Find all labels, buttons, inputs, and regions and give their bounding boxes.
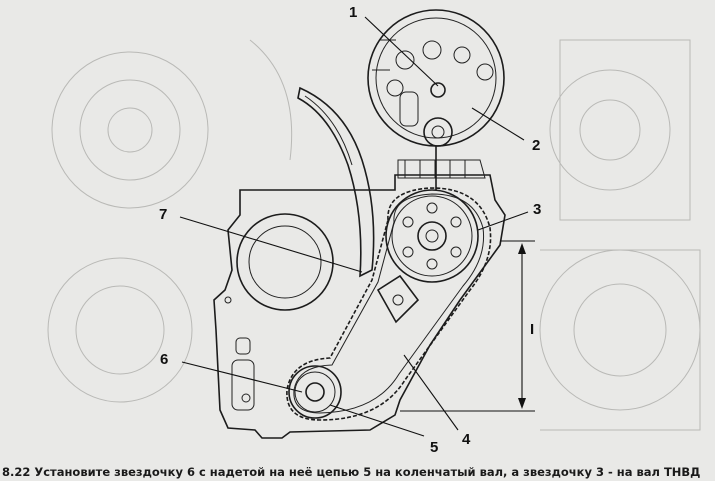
callout-5: 5: [430, 439, 438, 456]
detail-inset: [367, 9, 505, 190]
callout-4: 4: [462, 431, 471, 448]
callout-leaders: [179, 16, 529, 437]
callout-7: 7: [159, 206, 167, 223]
figure-caption: 8.22 Установите звездочку 6 с надетой на…: [2, 465, 701, 479]
callout-1: 1: [349, 4, 357, 21]
crankshaft-sprocket: [288, 365, 342, 419]
callout-3: 3: [533, 201, 541, 218]
chain-guide: [297, 86, 375, 278]
pump-sprocket: [385, 189, 479, 283]
dimension-label: I: [530, 321, 534, 338]
callout-2: 2: [532, 137, 540, 154]
dimension-I: [400, 240, 535, 412]
chain-tensioner: [376, 274, 420, 324]
callout-6: 6: [160, 351, 168, 368]
engine-timing-diagram: 1 2 3 4 5 6 7 I: [47, 4, 701, 456]
timing-chain: [286, 187, 492, 421]
background-ghost-drawings: [47, 39, 701, 431]
engine-block: [213, 159, 506, 439]
